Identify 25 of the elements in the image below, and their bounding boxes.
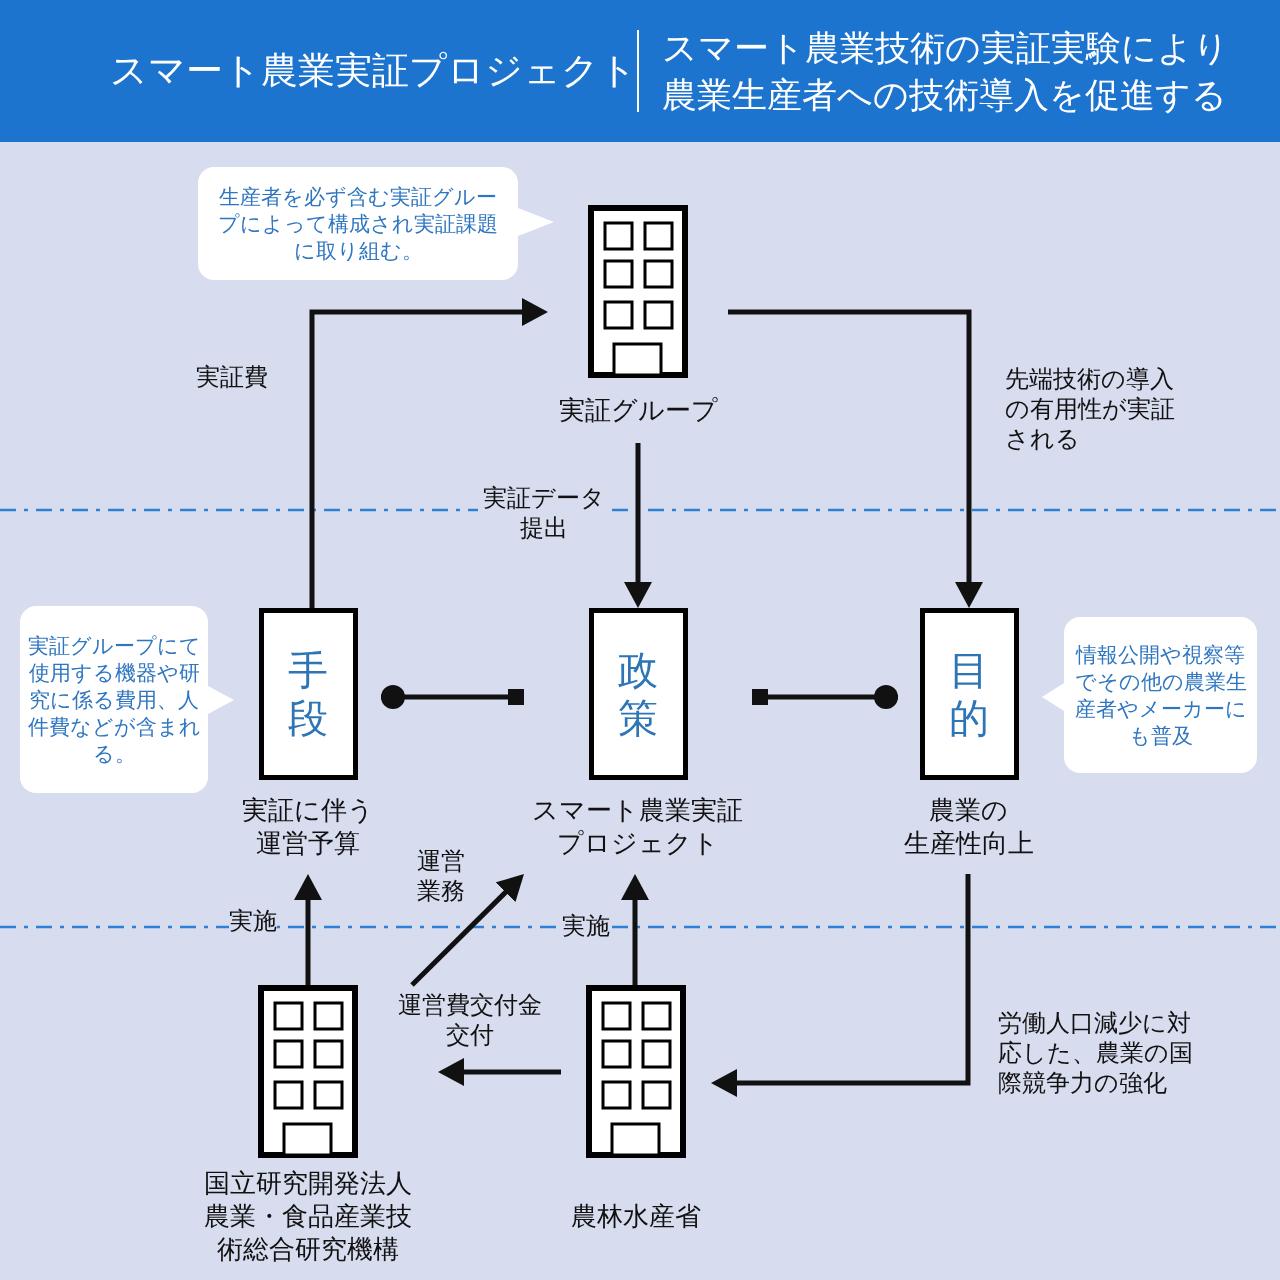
title: スマート農業実証プロジェクト xyxy=(110,49,637,93)
arrow xyxy=(624,443,652,608)
node-label: 農林水産省 xyxy=(571,1200,701,1233)
callout-text: 実証グループにて使用する機器や研究に係る費用、人件費などが含まれる。 xyxy=(26,633,202,767)
connector-line xyxy=(381,685,524,709)
box-title: 政策 xyxy=(618,647,658,742)
node-label: 実証に伴う運営予算 xyxy=(241,794,375,860)
arrow xyxy=(711,874,971,1097)
callout-text: 生産者を必ず含む実証グループによって構成され実証課題に取り組む。 xyxy=(217,184,499,264)
node-label: 国立研究開発法人農業・食品産業技術総合研究機構 xyxy=(203,1167,413,1266)
arrow xyxy=(728,309,983,608)
callout-text: 情報公開や視察等でその他の農業生産者やメーカーにも普及 xyxy=(1073,642,1248,749)
node-label: スマート農業実証プロジェクト xyxy=(531,794,745,860)
box-title: 手段 xyxy=(288,647,328,742)
arrow xyxy=(438,1058,561,1086)
arrow xyxy=(410,872,526,987)
edge-label: 実証費 xyxy=(196,362,268,392)
arrow xyxy=(621,874,649,985)
arrow xyxy=(309,298,548,608)
node-label: 実証グループ xyxy=(558,394,718,427)
subtitle: スマート農業技術の実証実験により農業生産者への技術導入を促進する xyxy=(662,27,1230,116)
node-label: 農業の生産性向上 xyxy=(903,794,1035,860)
arrow xyxy=(294,874,322,985)
connector-line xyxy=(752,685,898,709)
box-title: 目的 xyxy=(949,647,989,742)
